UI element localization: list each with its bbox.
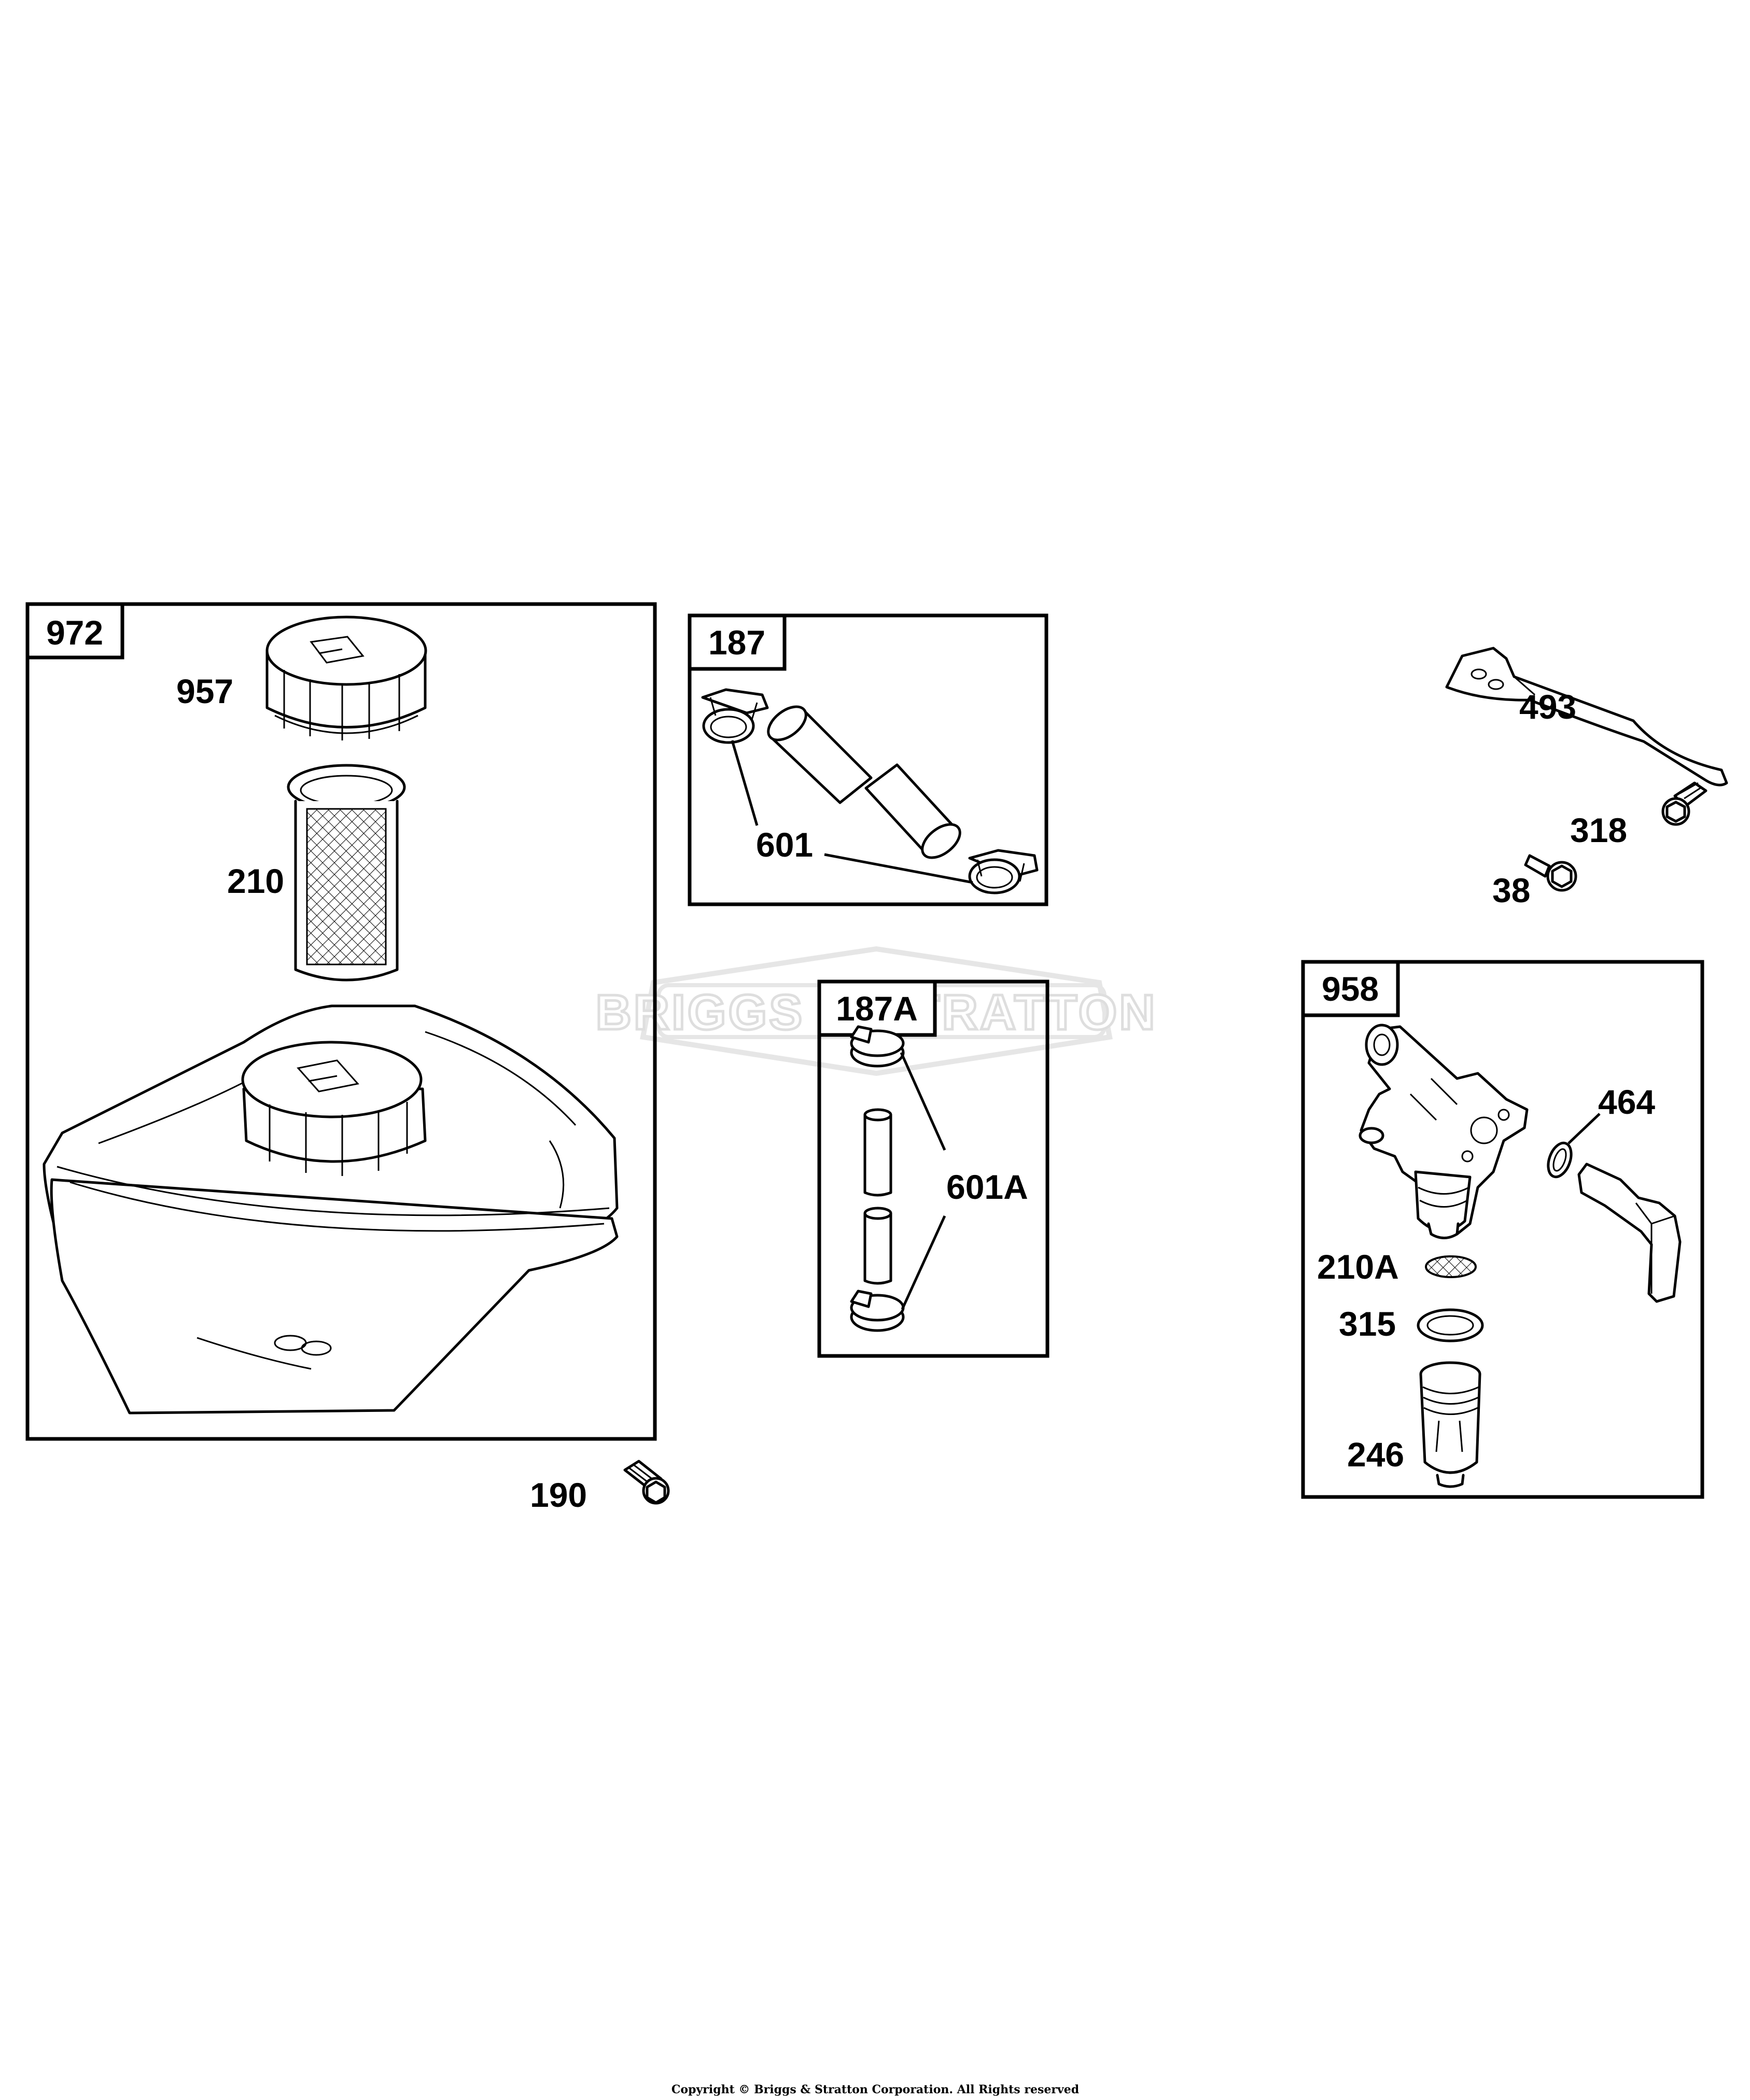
callout-493: 493 [1519,688,1576,726]
callout-246: 246 [1347,1435,1404,1474]
group-187A-tag [817,979,937,1037]
group-958-frame [1301,960,1704,1499]
callout-38: 38 [1492,871,1530,909]
screw-190[interactable] [623,1460,670,1505]
fuel-shutoff-valve[interactable] [1359,1024,1529,1239]
group-972-frame [25,602,657,1441]
clamp-601-left[interactable] [701,688,769,744]
leader-601A-b [901,1215,946,1310]
callout-601: 601 [756,825,813,864]
group-972-tag [25,602,124,660]
group-187-label: 187 [708,623,765,662]
fuel-filter-210[interactable] [287,764,406,982]
callout-318: 318 [1570,811,1627,849]
callout-315: 315 [1339,1305,1396,1343]
screen-210A[interactable] [1425,1255,1477,1278]
callout-210A: 210A [1317,1248,1399,1286]
fuel-hose-187[interactable] [762,700,966,864]
leader-601A-a [900,1052,946,1151]
group-187A: 187A 601A [817,979,1049,1358]
group-187-tag [688,613,787,671]
bracket-493[interactable] [1445,647,1728,787]
fuel-cap-957[interactable] [265,615,427,740]
callout-464: 464 [1598,1083,1655,1121]
screw-38[interactable] [1524,854,1577,892]
group-972: 972 957 210 [25,602,657,1441]
clamp-601A-top[interactable] [850,1025,905,1068]
valve-lever[interactable] [1577,1163,1682,1303]
group-972-label: 972 [46,613,103,652]
callout-957: 957 [176,672,233,710]
leader-601-a [731,740,759,826]
screw-318[interactable] [1661,781,1707,826]
callout-190: 190 [530,1476,587,1514]
group-187: 187 601 [688,613,1048,906]
group-187-frame [688,613,1048,906]
clamp-601-right[interactable] [968,849,1039,894]
fuel-hose-187A[interactable] [863,1108,892,1285]
clamp-601A-bottom[interactable] [850,1290,905,1332]
gasket-315[interactable] [1417,1308,1484,1342]
o-ring-464[interactable] [1544,1140,1576,1180]
group-958-label: 958 [1322,970,1379,1008]
sediment-bowl-246[interactable] [1419,1361,1481,1488]
copyright-text: Copyright © Briggs & Stratton Corporatio… [671,2083,1079,2096]
leader-464 [1567,1113,1601,1144]
group-958-tag [1301,960,1400,1017]
fuel-tank[interactable] [43,1004,619,1415]
leader-601-b [824,853,973,884]
group-958: 958 464 210A [1301,960,1704,1499]
callout-601A: 601A [946,1168,1028,1206]
callout-210: 210 [227,862,284,900]
group-187A-label: 187A [836,989,918,1028]
